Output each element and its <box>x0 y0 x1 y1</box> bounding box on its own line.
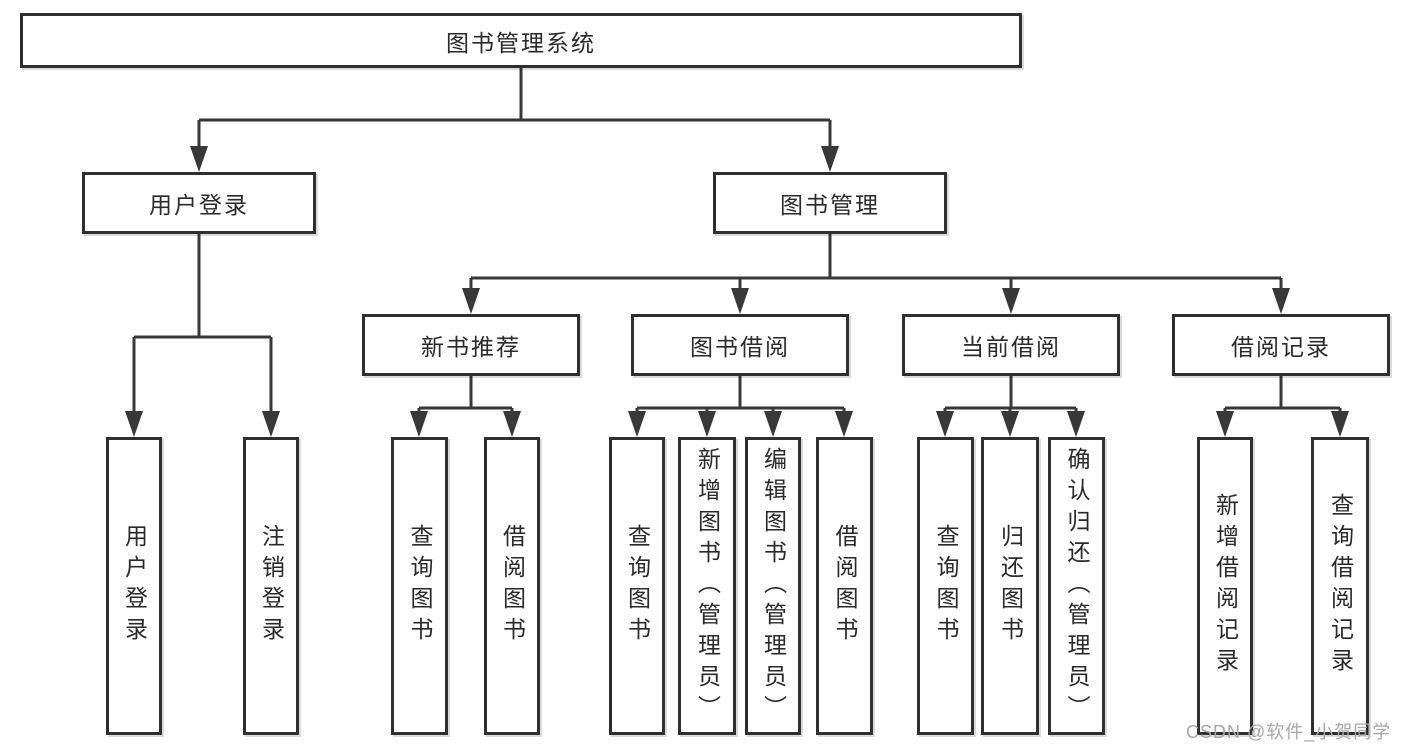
node-user-login: 用户登录 <box>82 172 316 234</box>
edge-userlogin-to-leaves <box>132 234 273 415</box>
leaf-borrow-query-books: 查询图书 <box>609 437 665 735</box>
arrowhead <box>628 411 646 437</box>
leaf-user-login: 用户登录 <box>106 437 162 735</box>
leaf-borrow-add-books-admin: 新增图书（管理员） <box>678 437 736 735</box>
leaf-current-return-books: 归还图书 <box>981 437 1039 735</box>
arrowhead <box>462 288 480 314</box>
leaf-label: 确认归还（管理员） <box>1064 446 1090 726</box>
arrowhead <box>503 411 521 437</box>
leaf-current-confirm-return-admin: 确认归还（管理员） <box>1048 437 1105 735</box>
leaf-label: 编辑图书（管理员） <box>760 446 787 726</box>
arrowhead <box>1067 411 1085 437</box>
arrowhead <box>936 411 954 437</box>
leaf-label: 查询借阅记录 <box>1327 493 1354 679</box>
leaf-label: 新增图书（管理员） <box>694 446 721 726</box>
arrowhead <box>835 411 853 437</box>
node-book-management: 图书管理 <box>713 172 947 234</box>
leaf-borrow-borrow-books: 借阅图书 <box>816 437 873 735</box>
leaf-records-query-record: 查询借阅记录 <box>1311 437 1369 735</box>
leaf-current-query-books: 查询图书 <box>917 437 974 735</box>
arrowhead <box>1216 411 1234 437</box>
arrowhead <box>1001 411 1019 437</box>
arrowhead <box>262 411 280 437</box>
arrowhead <box>764 411 782 437</box>
leaf-borrow-edit-books-admin: 编辑图书（管理员） <box>745 437 801 735</box>
leaf-label: 查询图书 <box>933 524 959 648</box>
arrowhead <box>731 288 749 314</box>
arrowhead <box>1272 288 1290 314</box>
arrowhead <box>190 146 208 172</box>
leaf-label: 归还图书 <box>997 524 1024 648</box>
node-current-borrow: 当前借阅 <box>902 314 1120 376</box>
leaf-newbook-borrow-books: 借阅图书 <box>484 437 540 735</box>
edge-currentborrow-to-leaves <box>943 376 1078 415</box>
arrowhead <box>125 411 143 437</box>
node-new-book-recommend: 新书推荐 <box>362 314 580 376</box>
node-borrow-records: 借阅记录 <box>1172 314 1390 376</box>
edge-newbook-to-leaves <box>417 376 514 415</box>
leaf-label: 借阅图书 <box>832 524 858 648</box>
leaf-label: 用户登录 <box>121 524 148 648</box>
leaf-label: 借阅图书 <box>499 524 526 648</box>
edge-bookmgmt-to-level3 <box>469 234 1283 292</box>
leaf-label: 新增借阅记录 <box>1212 493 1239 679</box>
edge-bookborrow-to-leaves <box>635 376 846 415</box>
arrowhead <box>1331 411 1349 437</box>
node-root-system: 图书管理系统 <box>20 13 1022 68</box>
leaf-label: 查询图书 <box>407 524 433 648</box>
leaf-label: 查询图书 <box>624 524 651 648</box>
edge-root-to-level2 <box>197 68 832 150</box>
node-book-borrow: 图书借阅 <box>631 314 849 376</box>
leaf-records-add-record: 新增借阅记录 <box>1197 437 1253 735</box>
leaf-label: 注销登录 <box>258 524 285 648</box>
leaf-logout: 注销登录 <box>243 437 299 735</box>
arrowhead <box>698 411 716 437</box>
arrowhead <box>821 146 839 172</box>
edge-records-to-leaves <box>1223 376 1342 415</box>
arrowhead <box>1002 288 1020 314</box>
watermark: CSDN @软件_小贺同学 <box>1186 722 1392 742</box>
arrowhead <box>410 411 428 437</box>
leaf-newbook-query-books: 查询图书 <box>391 437 448 735</box>
